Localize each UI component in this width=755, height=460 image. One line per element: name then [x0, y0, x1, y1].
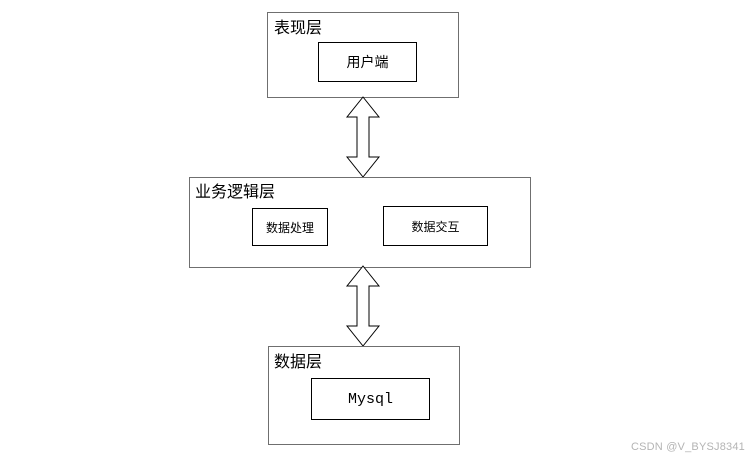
data-interaction-box: 数据交互: [383, 206, 488, 246]
mysql-box: Mysql: [311, 378, 430, 420]
watermark: CSDN @V_BYSJ8341: [630, 441, 745, 453]
client-label: 用户端: [346, 55, 389, 71]
presentation-layer: 表现层 用户端: [267, 12, 459, 98]
data-layer: 数据层 Mysql: [268, 346, 460, 445]
presentation-layer-title: 表现层: [274, 18, 323, 37]
data-interaction-label: 数据交互: [411, 219, 460, 234]
business-logic-layer: 业务逻辑层 数据处理 数据交互: [189, 177, 531, 268]
data-processing-label: 数据处理: [265, 220, 314, 235]
data-processing-box: 数据处理: [252, 208, 328, 246]
mysql-label: Mysql: [347, 390, 393, 408]
double-arrow-top: [345, 96, 381, 178]
business-logic-layer-title: 业务逻辑层: [195, 182, 276, 201]
double-arrow-bottom: [345, 265, 381, 347]
client-box: 用户端: [318, 42, 417, 82]
data-layer-title: 数据层: [274, 352, 323, 371]
